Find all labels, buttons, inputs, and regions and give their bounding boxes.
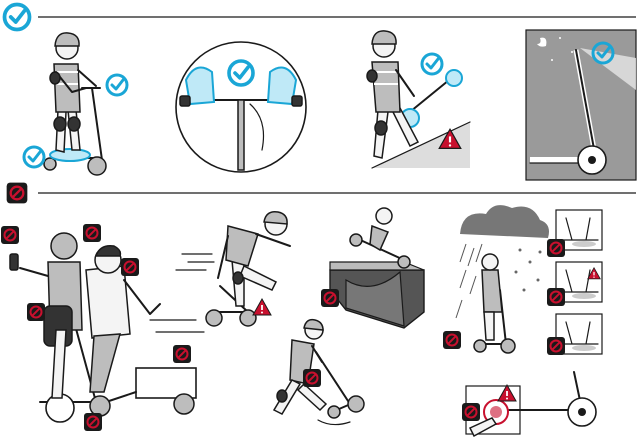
prohibited-section-header <box>5 181 636 205</box>
prohibited-icon <box>82 223 102 243</box>
checkmark-circle-icon <box>22 145 46 169</box>
warning-icon <box>252 298 272 316</box>
prohibited-icon <box>0 225 20 245</box>
panel-walk-scooter-uphill <box>366 30 471 169</box>
panel-wear-helmet-and-pads <box>22 32 129 176</box>
checkmark-circle-icon <box>2 2 32 32</box>
rain-icon <box>455 243 483 319</box>
checkmark-circle-icon <box>420 52 444 76</box>
prohibited-icon <box>83 412 103 432</box>
prohibited-icon <box>5 181 29 205</box>
prohibited-icon <box>546 287 566 307</box>
checkmark-circle-icon <box>105 73 129 97</box>
prohibited-icon <box>120 257 140 277</box>
panel-no-kicking-scooter <box>272 318 365 426</box>
panel-no-riding-on-one-leg <box>175 210 291 327</box>
moon-icon <box>537 37 547 47</box>
prohibited-icon <box>546 238 566 258</box>
panel-no-stunts-on-ramps <box>320 207 425 329</box>
prohibited-icon <box>320 288 340 308</box>
panel-use-headlight-at-night <box>525 29 637 181</box>
allowed-section-header <box>2 2 636 32</box>
panel-no-riding-in-bad-weather <box>442 205 603 356</box>
prohibited-icon <box>26 302 46 322</box>
panel-no-phone-passenger-trailer <box>0 223 205 432</box>
panel-no-touching-hot-brake <box>461 371 597 438</box>
prohibited-icon <box>172 344 192 364</box>
prohibited-icon <box>302 368 322 388</box>
prohibited-icon <box>442 330 462 350</box>
prohibited-icon <box>461 402 481 422</box>
snow-icon <box>514 248 542 292</box>
prohibited-icon <box>546 336 566 356</box>
panel-both-hands-on-handlebar <box>175 41 307 173</box>
